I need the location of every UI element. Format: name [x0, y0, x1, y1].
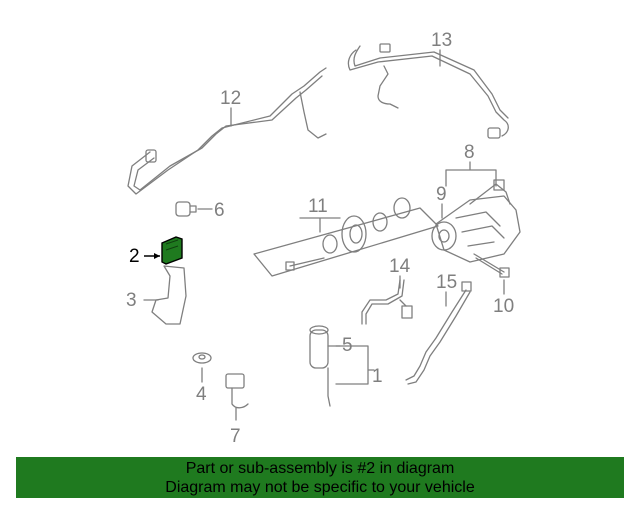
parts-diagram: 1 2 3 4 5 6 7 8 9 10 11 12 13 14 15: [126, 30, 521, 447]
callout-7: 7: [230, 426, 241, 447]
callout-8: 8: [464, 142, 475, 163]
callout-3: 3: [126, 290, 137, 311]
part-2-highlighted-module[interactable]: [144, 236, 183, 265]
callout-2: 2: [129, 246, 140, 267]
callout-15: 15: [436, 272, 457, 293]
callout-5: 5: [342, 335, 353, 356]
callout-6: 6: [214, 200, 225, 221]
part-10-bolt[interactable]: [473, 253, 510, 295]
callout-10: 10: [493, 296, 514, 317]
callout-11: 11: [308, 196, 328, 217]
banner-line-2: Diagram may not be specific to your vehi…: [165, 479, 475, 496]
part-14-ac-line[interactable]: [361, 279, 413, 325]
part-5-receiver-drier[interactable]: [309, 325, 341, 407]
part-3-bracket[interactable]: [143, 265, 187, 325]
part-6-pressure-switch[interactable]: [175, 201, 213, 217]
part-15-suction-hose[interactable]: [405, 281, 472, 385]
callout-9: 9: [436, 184, 447, 205]
callout-labels: 1 2 3 4 5 6 7 8 9 10 11 12 13 14 15: [126, 30, 514, 447]
part-11-callout-line: [299, 217, 341, 233]
part-1-callout-bracket: [335, 345, 375, 385]
part-12-ac-hose[interactable]: [127, 67, 327, 195]
callout-12: 12: [220, 88, 241, 109]
banner-line-1: Part or sub-assembly is #2 in diagram: [185, 460, 455, 477]
part-13-ac-line[interactable]: [347, 43, 509, 139]
callout-14: 14: [389, 256, 411, 277]
part-11-clutch-kit[interactable]: [253, 197, 439, 277]
callout-1: 1: [372, 366, 383, 387]
callout-13: 13: [431, 30, 452, 51]
part-7-connector[interactable]: [225, 373, 249, 421]
part-8-9-callout-lines: [441, 161, 497, 219]
callout-4: 4: [196, 384, 207, 405]
part-9-compressor[interactable]: [431, 179, 521, 263]
info-banner: Part or sub-assembly is #2 in diagram Di…: [16, 457, 624, 498]
part-4-grommet[interactable]: [192, 352, 212, 383]
